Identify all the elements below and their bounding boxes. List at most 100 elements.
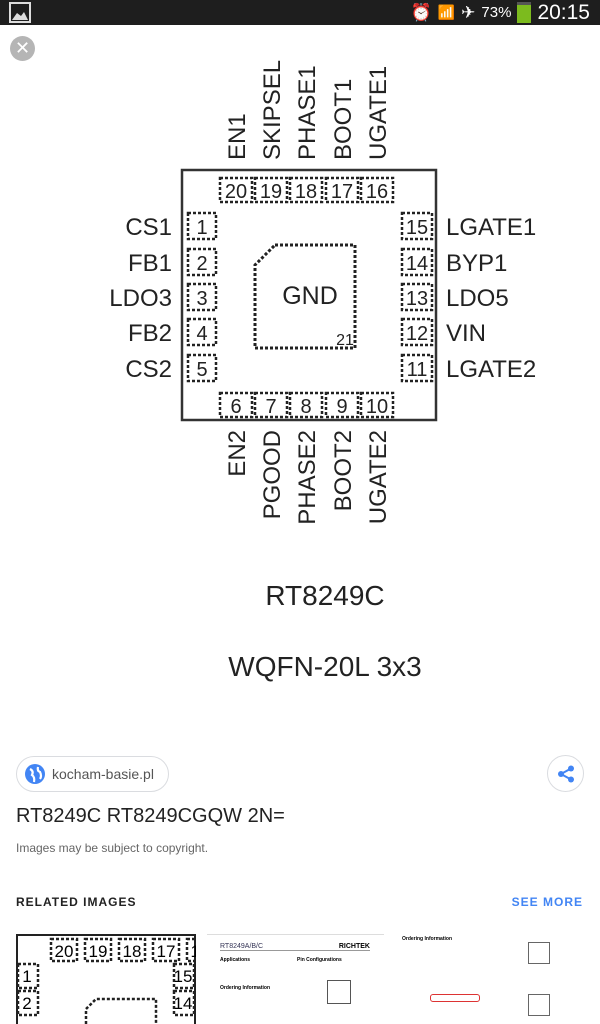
close-button[interactable]: ✕ (10, 36, 35, 61)
related-thumb-1[interactable]: 2019181716115214 (16, 934, 196, 1024)
pin-label: UGATE2 (365, 430, 392, 524)
pin-number: 14 (406, 253, 428, 275)
thumb-pin (185, 937, 196, 963)
thumb-pin (117, 937, 147, 963)
gnd-pad (253, 243, 357, 350)
pin-number: 4 (196, 323, 207, 345)
pin-pad (186, 353, 218, 383)
pin-label: PHASE2 (294, 430, 321, 525)
pin-pad (218, 391, 254, 419)
copyright-notice: Images may be subject to copyright. (16, 841, 209, 855)
related-images-heading: RELATED IMAGES (16, 895, 137, 909)
thumb-pin-number: 2 (22, 994, 31, 1013)
thumb-pin (16, 989, 40, 1017)
pin-pad (288, 176, 324, 204)
thumb-title: RT8249A/B/C (220, 943, 370, 951)
pin-pad (186, 247, 218, 277)
thumb-pin (151, 937, 181, 963)
pin-number: 17 (331, 181, 353, 203)
wifi-icon: 📶 (437, 4, 456, 20)
pin-pad (400, 211, 434, 241)
pin-pad (186, 282, 218, 312)
pin-number: 5 (196, 359, 207, 381)
thumb-pin (172, 989, 196, 1017)
thumb-pin-number: 17 (157, 942, 176, 961)
pin-label: BOOT1 (330, 79, 357, 160)
see-more-link[interactable]: SEE MORE (511, 895, 583, 909)
pin-label: FB1 (128, 250, 172, 277)
thumb-section: Ordering Information (220, 985, 270, 991)
pin-pad (253, 391, 289, 419)
part-number: RT8249C (265, 580, 384, 611)
related-thumb-3[interactable]: Ordering Information (400, 934, 585, 1024)
pin-number: 12 (406, 323, 428, 345)
image-title: RT8249C RT8249CGQW 2N= (16, 805, 285, 827)
pin-number: 16 (366, 181, 388, 203)
pin-number: 7 (265, 396, 276, 418)
pin-pad (400, 282, 434, 312)
gnd-label: GND (282, 282, 338, 310)
pin-label: UGATE1 (365, 66, 392, 160)
airplane-icon: ✈ (461, 2, 476, 22)
pin-pad (400, 317, 434, 347)
pin-pad (324, 176, 360, 204)
pin-label: SKIPSEL (259, 60, 286, 160)
gallery-icon (9, 2, 31, 23)
pin-pad (253, 176, 289, 204)
alarm-icon: ⏰ (410, 2, 432, 22)
pin-number: 15 (406, 217, 428, 239)
pin-number: 20 (225, 181, 247, 203)
pin-label: LDO5 (446, 285, 509, 312)
pin-pad (324, 391, 360, 419)
source-chip[interactable]: kocham-basie.pl (16, 756, 169, 792)
thumb-section: Applications (220, 957, 251, 963)
pin-pad (400, 247, 434, 277)
pin-number: 8 (300, 396, 311, 418)
pin-label: LGATE2 (446, 356, 536, 383)
pin-label: PGOOD (259, 430, 286, 519)
thumb-pin-number: 18 (123, 942, 142, 961)
pin-pad (359, 391, 395, 419)
thumb-pin-number: 20 (55, 942, 74, 961)
package-name: WQFN-20L 3x3 (228, 651, 421, 682)
source-site: kocham-basie.pl (52, 766, 154, 782)
package-outline (180, 168, 438, 422)
thumb-pin (83, 937, 113, 963)
pin-label: EN2 (224, 430, 251, 477)
pin-label: LDO3 (109, 285, 172, 312)
pin-label: CS1 (125, 214, 172, 241)
share-button[interactable] (547, 755, 584, 792)
pin-label: VIN (446, 320, 486, 347)
pin-number: 6 (230, 396, 241, 418)
thumb-title: Ordering Information (402, 936, 452, 942)
pin-pad (218, 176, 254, 204)
pin-pad (186, 211, 218, 241)
pin-number: 2 (196, 253, 207, 275)
pin-label: BOOT2 (330, 430, 357, 511)
pin-number: 10 (366, 396, 388, 418)
thumb-brand: RICHTEK (338, 943, 370, 950)
battery-icon (517, 2, 532, 23)
pin-label: EN1 (224, 113, 251, 160)
pin-number: 13 (406, 288, 428, 310)
thumb-pad (84, 997, 158, 1024)
pin-label: BYP1 (446, 250, 507, 277)
pin-label: PHASE1 (294, 65, 321, 160)
battery-percent: 73% (481, 4, 512, 21)
pin-number: 11 (407, 359, 428, 381)
related-thumb-2[interactable]: RT8249A/B/C RICHTEK Applications Pin Con… (207, 934, 384, 1024)
pin-number: 19 (260, 181, 282, 203)
pin-number: 18 (295, 181, 317, 203)
thumb-pin (49, 937, 79, 963)
pin-number: 1 (196, 217, 207, 239)
thumb-section: Pin Configurations (297, 957, 342, 963)
thumb-pin-number: 15 (174, 967, 193, 986)
thumb-pin-number: 1 (22, 967, 31, 986)
pin-label: CS2 (125, 356, 172, 383)
pin-number: 9 (336, 396, 347, 418)
thumb-pin-number: 14 (174, 994, 193, 1013)
share-icon (557, 765, 574, 782)
thumb-pin (16, 962, 40, 990)
thumb-pin-number: 16 (191, 942, 196, 961)
pin-pad (359, 176, 395, 204)
